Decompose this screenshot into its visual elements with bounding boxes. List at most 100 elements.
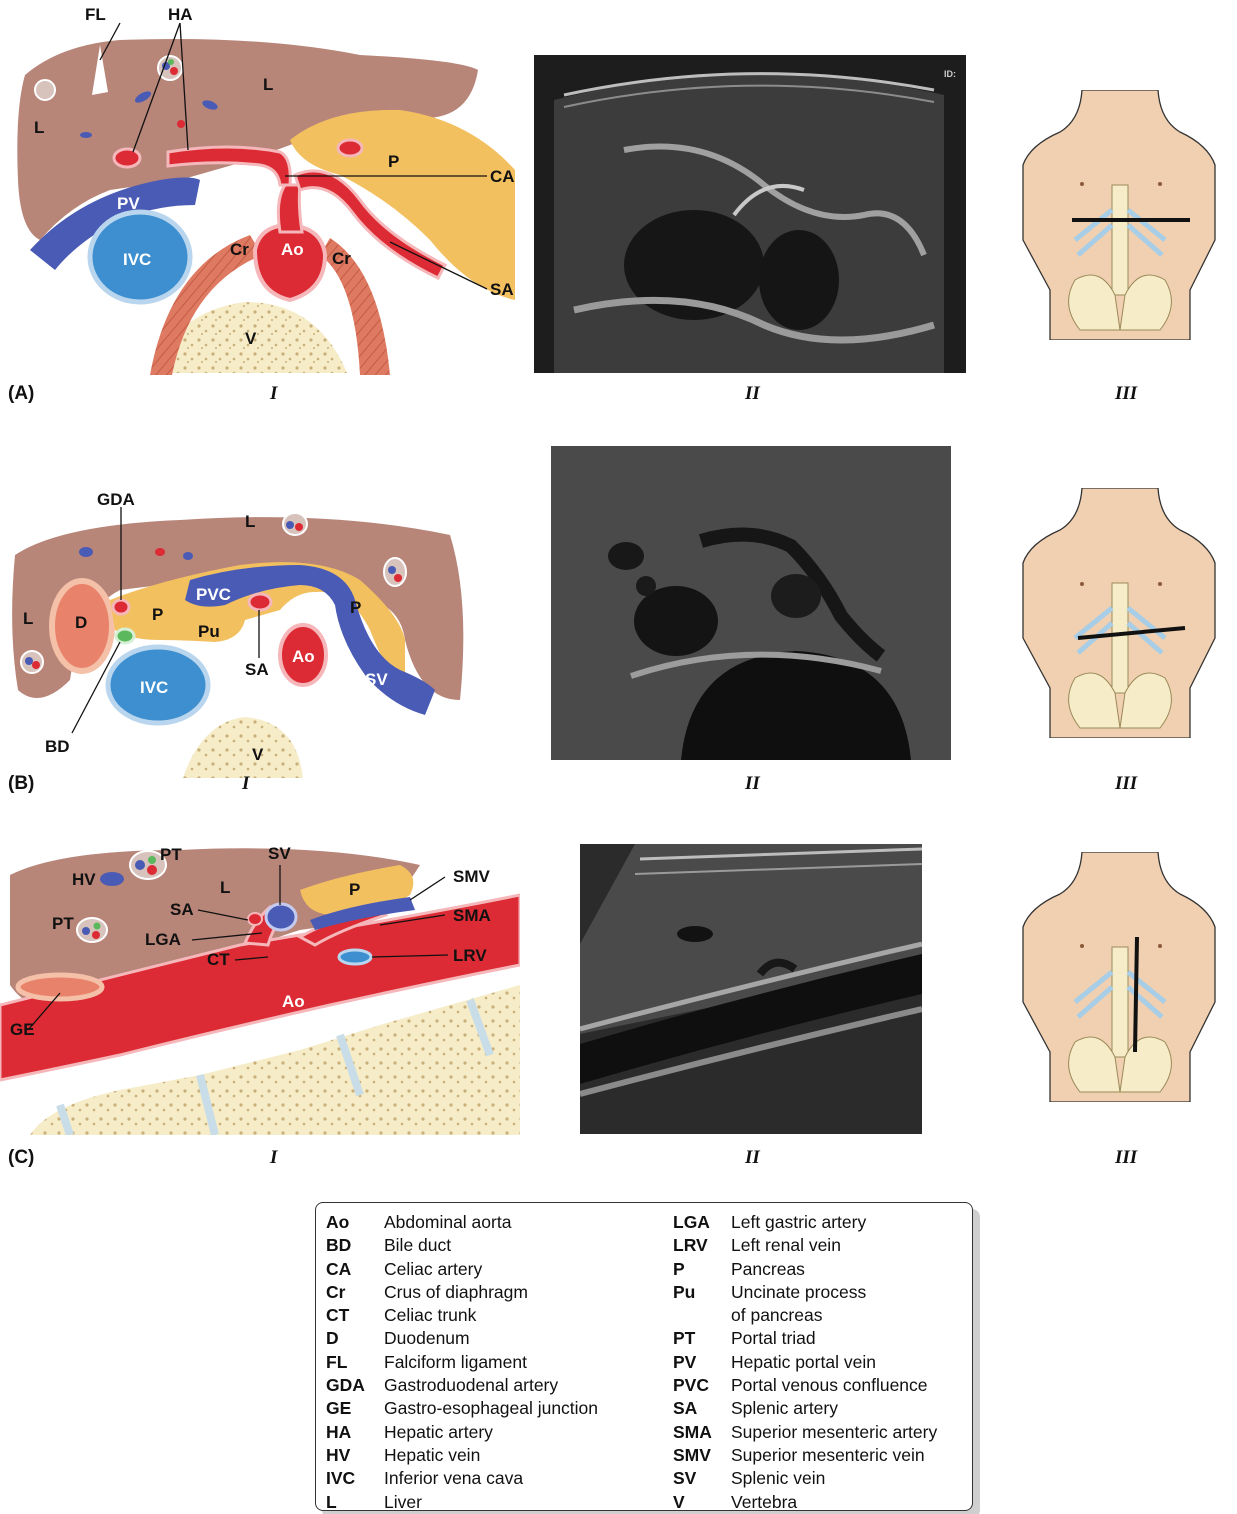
bile-duct-section xyxy=(116,629,134,643)
ge-junction xyxy=(18,975,102,999)
legend-abbreviation: CA xyxy=(326,1258,384,1281)
legend-definition: Left renal vein xyxy=(731,1234,841,1257)
label-pt1: PT xyxy=(160,845,182,864)
sa-section xyxy=(248,913,262,925)
ultrasound-image-c xyxy=(580,844,922,1134)
legend-abbreviation: FL xyxy=(326,1351,384,1374)
label-cr1: Cr xyxy=(230,240,249,259)
legend-abbreviation: SA xyxy=(673,1397,731,1420)
label-ha: HA xyxy=(168,5,193,24)
panel-label-b: (B) xyxy=(8,773,34,795)
celiac-artery xyxy=(278,185,302,232)
legend-definition: Gastro-esophageal junction xyxy=(384,1397,598,1420)
panel-b-drawing: GDA L L D P Pu PVC SA Ao P SV IVC BD V xyxy=(0,480,520,780)
label-pvc: PVC xyxy=(196,585,231,604)
legend-item: LLiver xyxy=(326,1491,598,1514)
body-diagram-a xyxy=(1020,90,1220,340)
legend-abbreviation: Pu xyxy=(673,1281,731,1304)
legend-abbreviation: P xyxy=(673,1258,731,1281)
label-sv: SV xyxy=(268,844,291,863)
pancreas-vessel xyxy=(338,140,362,156)
label-p: P xyxy=(349,880,360,899)
ultrasound-image-b xyxy=(551,446,951,760)
label-l1: L xyxy=(245,512,255,531)
label-cr2: Cr xyxy=(332,249,351,268)
legend-abbreviation: D xyxy=(326,1327,384,1350)
label-v: V xyxy=(252,745,264,764)
legend-definition: Falciform ligament xyxy=(384,1351,527,1374)
label-lga: LGA xyxy=(145,930,181,949)
legend-item: PuUncinate process xyxy=(673,1281,937,1304)
legend-abbreviation: Cr xyxy=(326,1281,384,1304)
legend-definition: Hepatic portal vein xyxy=(731,1351,876,1374)
label-fl: FL xyxy=(85,5,106,24)
legend-definition: Bile duct xyxy=(384,1234,451,1257)
label-sa: SA xyxy=(170,900,194,919)
legend-abbreviation: SMV xyxy=(673,1444,731,1467)
label-sma: SMA xyxy=(453,906,491,925)
splenic-vein-section xyxy=(266,904,296,930)
hepatic-artery-section xyxy=(114,149,140,167)
panel-label-a: (A) xyxy=(8,383,34,405)
label-l: L xyxy=(220,878,230,897)
body-diagram-c xyxy=(1020,852,1220,1102)
label-sa: SA xyxy=(245,660,269,679)
legend-definition: Superior mesenteric artery xyxy=(731,1421,937,1444)
splenic-artery-section xyxy=(249,594,271,610)
gda-section xyxy=(113,600,129,614)
label-p2: P xyxy=(350,598,361,617)
col-label-c-i: I xyxy=(270,1147,277,1169)
legend-definition: Uncinate process xyxy=(731,1281,866,1304)
legend-definition: Celiac artery xyxy=(384,1258,482,1281)
ultrasound-image-a: ID: xyxy=(534,55,966,373)
legend-item: GEGastro-esophageal junction xyxy=(326,1397,598,1420)
label-pv: PV xyxy=(117,194,140,213)
label-pu: Pu xyxy=(198,622,220,641)
col-label-b-i: I xyxy=(242,773,249,795)
legend-abbreviation: V xyxy=(673,1491,731,1514)
legend-definition: Vertebra xyxy=(731,1491,797,1514)
legend-abbreviation: LGA xyxy=(673,1211,731,1234)
legend-definition: Gastroduodenal artery xyxy=(384,1374,558,1397)
label-pt2: PT xyxy=(52,914,74,933)
lrv-section xyxy=(339,950,371,964)
label-ao: Ao xyxy=(282,992,305,1011)
col-label-a-iii: III xyxy=(1115,383,1137,405)
legend-definition: Hepatic artery xyxy=(384,1421,493,1444)
label-lrv: LRV xyxy=(453,946,487,965)
legend-item: DDuodenum xyxy=(326,1327,598,1350)
legend-item: CTCeliac trunk xyxy=(326,1304,598,1327)
label-smv: SMV xyxy=(453,867,491,886)
legend-definition: Portal venous confluence xyxy=(731,1374,928,1397)
legend-abbreviation: HV xyxy=(326,1444,384,1467)
panel-a-drawing: FL HA L L P CA PV IVC Cr Ao Cr SA V xyxy=(0,0,520,380)
legend-abbreviation: CT xyxy=(326,1304,384,1327)
legend-definition: Abdominal aorta xyxy=(384,1211,511,1234)
label-ao: Ao xyxy=(292,647,315,666)
col-label-b-iii: III xyxy=(1115,773,1137,795)
label-bd: BD xyxy=(45,737,70,756)
legend-definition: Crus of diaphragm xyxy=(384,1281,528,1304)
col-label-a-ii: II xyxy=(745,383,760,405)
col-label-c-iii: III xyxy=(1115,1147,1137,1169)
legend-item: VVertebra xyxy=(673,1491,937,1514)
label-ct: CT xyxy=(207,950,230,969)
col-label-a-i: I xyxy=(270,383,277,405)
legend-abbreviation: SMA xyxy=(673,1421,731,1444)
legend-definition: Splenic artery xyxy=(731,1397,838,1420)
label-ge: GE xyxy=(10,1020,35,1039)
legend-definition: Inferior vena cava xyxy=(384,1467,523,1490)
label-p: P xyxy=(388,152,399,171)
legend-definition: Superior mesenteric vein xyxy=(731,1444,925,1467)
label-l2: L xyxy=(263,75,273,94)
label-ca: CA xyxy=(490,167,515,186)
col-label-b-ii: II xyxy=(745,773,760,795)
